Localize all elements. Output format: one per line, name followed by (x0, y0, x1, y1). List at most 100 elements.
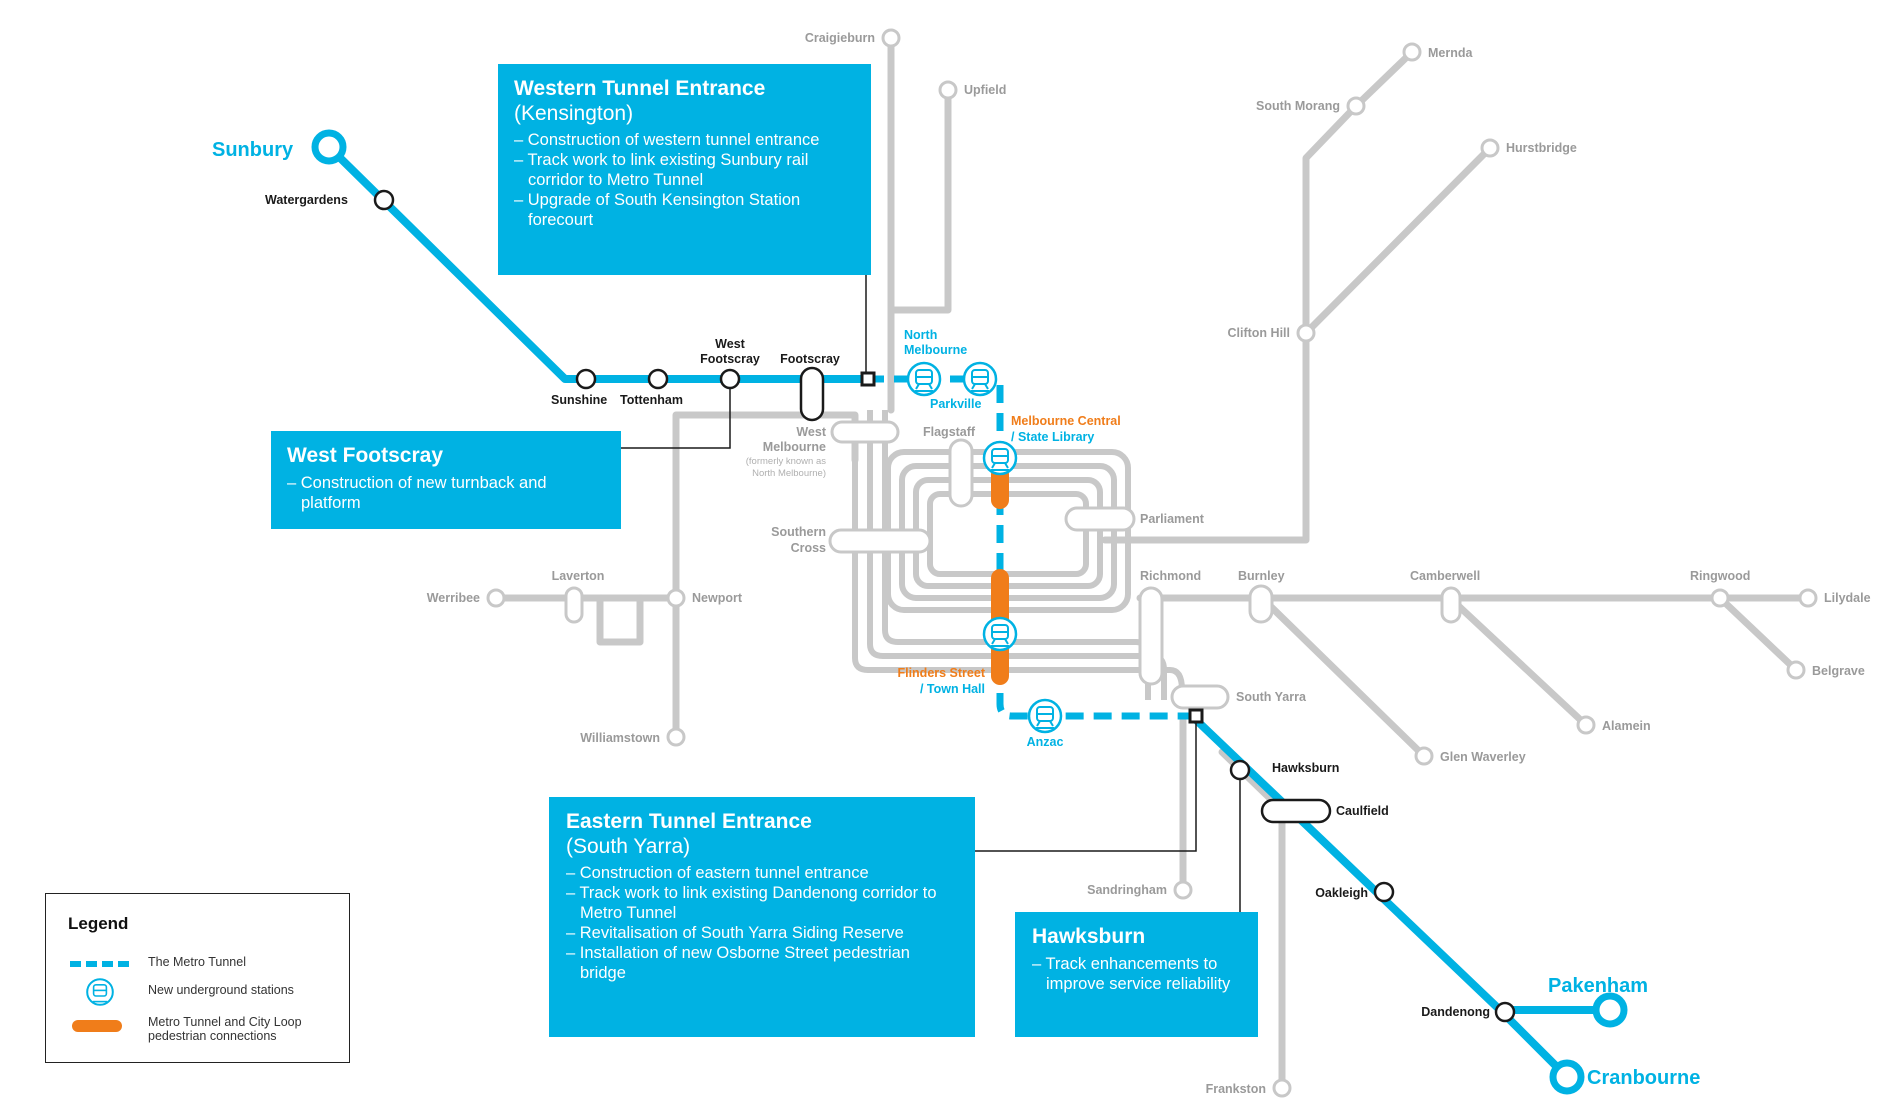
label-caulfield: Caulfield (1336, 804, 1389, 818)
label-west-melbourne-1: West (796, 425, 826, 439)
label-south-yarra: South Yarra (1236, 690, 1307, 704)
eastern-callout-list: Construction of eastern tunnel entrance … (566, 863, 958, 983)
label-flagstaff: Flagstaff (923, 425, 976, 439)
hawksburn-station (1229, 759, 1251, 781)
label-north-melbourne-2: Melbourne (904, 343, 967, 357)
richmond-station (1138, 586, 1164, 686)
label-mernda: Mernda (1428, 46, 1474, 60)
label-pakenham: Pakenham (1548, 975, 1648, 997)
eastern-callout-title: Eastern Tunnel Entrance (566, 810, 812, 833)
label-southern-cross-1: Southern (771, 525, 826, 539)
western-callout-subtitle: (Kensington) (514, 102, 634, 125)
sunbury-station (311, 129, 347, 165)
sandringham-station (1173, 880, 1193, 900)
tottenham-station (647, 368, 669, 390)
label-west-footscray-1: West (715, 337, 745, 351)
label-north-melbourne-1: North (904, 328, 937, 342)
label-craigieburn: Craigieburn (805, 31, 875, 45)
label-dandenong: Dandenong (1421, 1005, 1490, 1019)
flagstaff-station (948, 438, 974, 508)
lilydale-station (1798, 588, 1818, 608)
label-upfield: Upfield (964, 83, 1006, 97)
craigieburn-station (881, 28, 901, 48)
flinders-street-station-icon (982, 616, 1018, 652)
legend-label: The Metro Tunnel (148, 955, 246, 969)
ringwood-station (1710, 588, 1730, 608)
label-oakleigh: Oakleigh (1315, 886, 1368, 900)
label-south-morang: South Morang (1256, 99, 1340, 113)
label-hurstbridge: Hurstbridge (1506, 141, 1577, 155)
label-southern-cross-2: Cross (791, 541, 826, 555)
burnley-station (1248, 584, 1274, 624)
upfield-station (938, 80, 958, 100)
legend-title: Legend (68, 914, 129, 933)
dashed-line-icon (70, 961, 130, 967)
label-werribee: Werribee (427, 591, 480, 605)
label-burnley: Burnley (1238, 569, 1285, 583)
west-footscray-callout: West Footscray Construction of new turnb… (271, 431, 621, 529)
upfield-line (887, 86, 952, 314)
hawksburn-callout-title: Hawksburn (1032, 925, 1146, 948)
anzac-station-icon (1027, 698, 1063, 734)
south-morang-station (1346, 96, 1366, 116)
southern-cross-station (828, 528, 932, 554)
alamein-branch (1446, 594, 1590, 729)
hurstbridge-line (1101, 144, 1494, 544)
label-williamstown: Williamstown (580, 731, 660, 745)
label-west-melbourne-note-2: North Melbourne) (752, 468, 826, 479)
label-anzac: Anzac (1027, 735, 1064, 749)
west-footscray-callout-list: Construction of new turnback and platfor… (287, 473, 605, 513)
glen-waverley-branch (1258, 594, 1428, 760)
label-hawksburn: Hawksburn (1272, 761, 1339, 775)
hawksburn-callout-item: Track enhancements to improve service re… (1032, 954, 1241, 994)
grey-network-lines (492, 34, 1812, 1092)
werribee-station (486, 588, 506, 608)
belgrave-branch (1716, 594, 1800, 674)
label-cranbourne: Cranbourne (1587, 1067, 1700, 1089)
label-clifton-hill: Clifton Hill (1228, 326, 1291, 340)
label-belgrave: Belgrave (1812, 664, 1865, 678)
eastern-callout-item: Track work to link existing Dandenong co… (566, 883, 958, 923)
label-west-melbourne-2: Melbourne (763, 440, 826, 454)
belgrave-station (1786, 660, 1806, 680)
west-melbourne-station (830, 420, 900, 444)
west-footscray-station (719, 368, 741, 390)
hurstbridge-station (1480, 138, 1500, 158)
sunshine-station (575, 368, 597, 390)
eastern-callout-item: Revitalisation of South Yarra Siding Res… (566, 923, 958, 943)
oakleigh-station (1373, 881, 1395, 903)
label-ringwood: Ringwood (1690, 569, 1750, 583)
label-richmond: Richmond (1140, 569, 1201, 583)
mernda-station (1402, 42, 1422, 62)
callout-leaders (621, 275, 1241, 912)
legend-item-underground-stations: New underground stations (68, 978, 338, 1006)
parliament-station (1064, 506, 1136, 532)
legend: Legend The Metro Tunnel New underground … (45, 893, 350, 1063)
williamstown-station (666, 727, 686, 747)
eastern-portal-marker (1188, 708, 1204, 724)
label-flinders-street: Flinders Street (897, 666, 985, 680)
label-footscray: Footscray (780, 352, 840, 366)
parkville-station-icon (962, 361, 998, 397)
western-callout-title: Western Tunnel Entrance (514, 77, 766, 100)
label-town-hall: / Town Hall (920, 682, 985, 696)
label-parkville: Parkville (930, 397, 981, 411)
laverton-station (564, 586, 584, 624)
legend-item-pedestrian-connections: Metro Tunnel and City Loop pedestrian co… (68, 1012, 338, 1044)
label-alamein: Alamein (1602, 719, 1651, 733)
eastern-tunnel-entrance-callout: Eastern Tunnel Entrance (South Yarra) Co… (549, 797, 975, 1037)
label-west-footscray-2: Footscray (700, 352, 760, 366)
western-callout-list: Construction of western tunnel entrance … (514, 130, 855, 230)
grey-stations (486, 28, 1818, 1098)
west-footscray-callout-item: Construction of new turnback and platfor… (287, 473, 605, 513)
frankston-station (1272, 1078, 1292, 1098)
mernda-line (1302, 48, 1416, 337)
dandenong-station (1494, 1001, 1516, 1023)
melbourne-central-station-icon (982, 440, 1018, 476)
western-tunnel-entrance-callout: Western Tunnel Entrance (Kensington) Con… (498, 64, 871, 275)
legend-item-metro-tunnel: The Metro Tunnel (68, 952, 338, 976)
label-laverton: Laverton (552, 569, 605, 583)
newport-station (666, 588, 686, 608)
label-sandringham: Sandringham (1087, 883, 1167, 897)
label-lilydale: Lilydale (1824, 591, 1871, 605)
